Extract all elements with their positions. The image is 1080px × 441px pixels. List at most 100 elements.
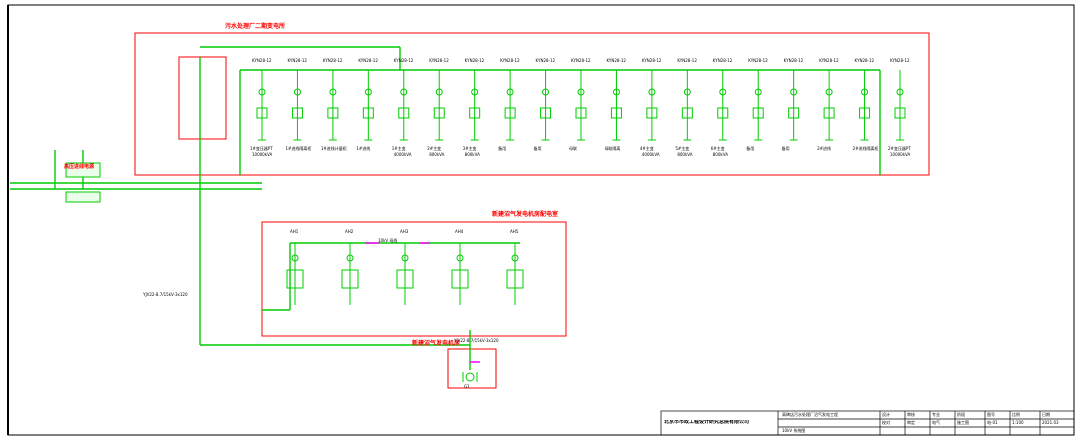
panel-id: AH2 bbox=[345, 229, 354, 234]
feeder-cabinet-type: KYN28-12 bbox=[287, 58, 307, 63]
feeder-breaker-symbol bbox=[683, 88, 691, 96]
feeder-cabinet-type: KYN28-12 bbox=[748, 58, 768, 63]
feeder-breaker-symbol bbox=[329, 88, 337, 96]
frame-bottom-room bbox=[447, 348, 497, 389]
titleblock-cell: 审核 bbox=[907, 412, 915, 417]
feeder-breaker-symbol bbox=[506, 88, 514, 96]
feeder-breaker-symbol bbox=[896, 88, 904, 96]
feeder-breaker-symbol bbox=[612, 88, 620, 96]
feeder-ct-symbol bbox=[859, 107, 871, 119]
feeder-cabinet-type: KYN28-12 bbox=[677, 58, 697, 63]
panel-breaker-symbol bbox=[456, 254, 464, 262]
generator-symbol bbox=[462, 372, 478, 382]
feeder-rating: 4000kVA bbox=[641, 152, 660, 157]
feeder-cabinet-type: KYN28-12 bbox=[252, 58, 272, 63]
feeder-name: 4#主变 bbox=[639, 146, 654, 151]
titleblock-drawing: 10kV 系统图 bbox=[782, 428, 806, 433]
feeder-cabinet-type: KYN28-12 bbox=[464, 58, 485, 63]
feeder-cabinet-type: KYN28-12 bbox=[641, 58, 662, 63]
cable-label-left: YJV22-8.7/15kV-3x120 bbox=[143, 292, 188, 297]
feeder-cabinet-type: KYN28-12 bbox=[783, 58, 804, 63]
bottom-generator-label: G1 bbox=[464, 384, 470, 389]
feeder-breaker-symbol bbox=[754, 88, 762, 96]
feeder-ct-symbol bbox=[894, 107, 906, 119]
section-title-top: 污水处理厂二期变电所 bbox=[225, 23, 286, 30]
feeder-ct-symbol bbox=[823, 107, 835, 119]
feeder-breaker-symbol bbox=[400, 88, 408, 96]
feeder-breaker-symbol bbox=[577, 88, 585, 96]
feeder-rating: 800kVA bbox=[464, 152, 480, 157]
feeder-name: 1#变压器PT bbox=[250, 146, 273, 151]
titleblock-cell: 比例 bbox=[1012, 412, 1020, 417]
panel-id: AH1 bbox=[290, 229, 299, 234]
titleblock-cell: 校对 bbox=[882, 420, 890, 425]
cable-label-bottom: YJV22-8.7/15kV-3x120 bbox=[454, 338, 499, 343]
titleblock-cell: 设计 bbox=[882, 412, 890, 417]
feeder-name: 2#进线隔离柜 bbox=[852, 146, 879, 151]
feeder-breaker-symbol bbox=[542, 88, 550, 96]
feeder-breaker-symbol bbox=[364, 88, 372, 96]
panel-switchgear-symbol bbox=[451, 269, 469, 289]
feeder-ct-symbol bbox=[788, 107, 800, 119]
feeder-name: 1#进线 bbox=[356, 146, 371, 151]
source-box-2 bbox=[65, 191, 101, 203]
titleblock-project: 高碑店污水处理厂沼气发电工程 bbox=[782, 412, 838, 417]
feeder-rating: 10000kVA bbox=[252, 152, 273, 157]
titleblock-cell: 电气 bbox=[932, 420, 940, 425]
panel-id: AH4 bbox=[455, 229, 464, 234]
titleblock-cell: 1:100 bbox=[1012, 420, 1024, 425]
feeder-breaker-symbol bbox=[719, 88, 727, 96]
feeder-name: 2#变压器PT bbox=[888, 146, 911, 151]
feeder-name: 5#主变 bbox=[675, 146, 690, 151]
frame-top-substation bbox=[134, 32, 930, 176]
panel-switchgear-symbol bbox=[341, 269, 359, 289]
feeder-ct-symbol bbox=[256, 107, 268, 119]
feeder-ct-symbol bbox=[433, 107, 445, 119]
feeder-name: 备用 bbox=[746, 146, 755, 151]
feeder-ct-symbol bbox=[540, 107, 552, 119]
feeder-ct-symbol bbox=[610, 107, 622, 119]
titleblock-cell: 日期 bbox=[1042, 412, 1050, 417]
feeder-cabinet-type: KYN28-12 bbox=[500, 58, 520, 63]
feeder-name: 1#主变 bbox=[391, 146, 406, 151]
feeder-breaker-symbol bbox=[471, 88, 479, 96]
titleblock-cell: 施工图 bbox=[957, 420, 969, 425]
feeder-name: 母联隔离 bbox=[604, 146, 621, 151]
middle-bus-label: 10kV 母线 bbox=[378, 238, 398, 243]
feeder-name: 6#主变 bbox=[710, 146, 725, 151]
feeder-cabinet-type: KYN28-12 bbox=[606, 58, 626, 63]
titleblock-cell: 2021.03 bbox=[1042, 420, 1059, 425]
feeder-name: 1#进线隔离柜 bbox=[285, 146, 312, 151]
feeder-cabinet-type: KYN28-12 bbox=[854, 58, 875, 63]
feeder-rating: 800kVA bbox=[677, 152, 693, 157]
feeder-ct-symbol bbox=[646, 107, 658, 119]
source-box-1 bbox=[65, 162, 101, 178]
panel-breaker-symbol bbox=[346, 254, 354, 262]
feeder-breaker-symbol bbox=[861, 88, 869, 96]
titleblock-cell: 电-01 bbox=[987, 420, 998, 425]
panel-switchgear-symbol bbox=[286, 269, 304, 289]
titleblock-cell: 阶段 bbox=[957, 412, 965, 417]
panel-breaker-symbol bbox=[291, 254, 299, 262]
feeder-breaker-symbol bbox=[435, 88, 443, 96]
feeder-cabinet-type: KYN28-12 bbox=[535, 58, 556, 63]
busbar-accents bbox=[365, 242, 480, 363]
feeder-ct-symbol bbox=[362, 107, 374, 119]
feeder-cabinet-type: KYN28-12 bbox=[393, 58, 414, 63]
panel-id: AH3 bbox=[400, 229, 409, 234]
feeder-rating: 10000kVA bbox=[890, 152, 911, 157]
frame-pt-cabinet bbox=[178, 56, 227, 140]
feeder-ct-symbol bbox=[717, 107, 729, 119]
green-wiring bbox=[10, 46, 881, 370]
panel-switchgear-symbol bbox=[396, 269, 414, 289]
feeder-name: 3#主变 bbox=[462, 146, 477, 151]
feeder-name: 2#进线 bbox=[817, 146, 832, 151]
feeder-ct-symbol bbox=[398, 107, 410, 119]
feeder-breaker-symbol bbox=[825, 88, 833, 96]
middle-panels bbox=[286, 243, 524, 305]
panel-breaker-symbol bbox=[511, 254, 519, 262]
feeder-cabinet-type: KYN28-12 bbox=[712, 58, 733, 63]
feeder-ct-symbol bbox=[681, 107, 693, 119]
source-label: 高压进线电源 bbox=[64, 164, 95, 170]
